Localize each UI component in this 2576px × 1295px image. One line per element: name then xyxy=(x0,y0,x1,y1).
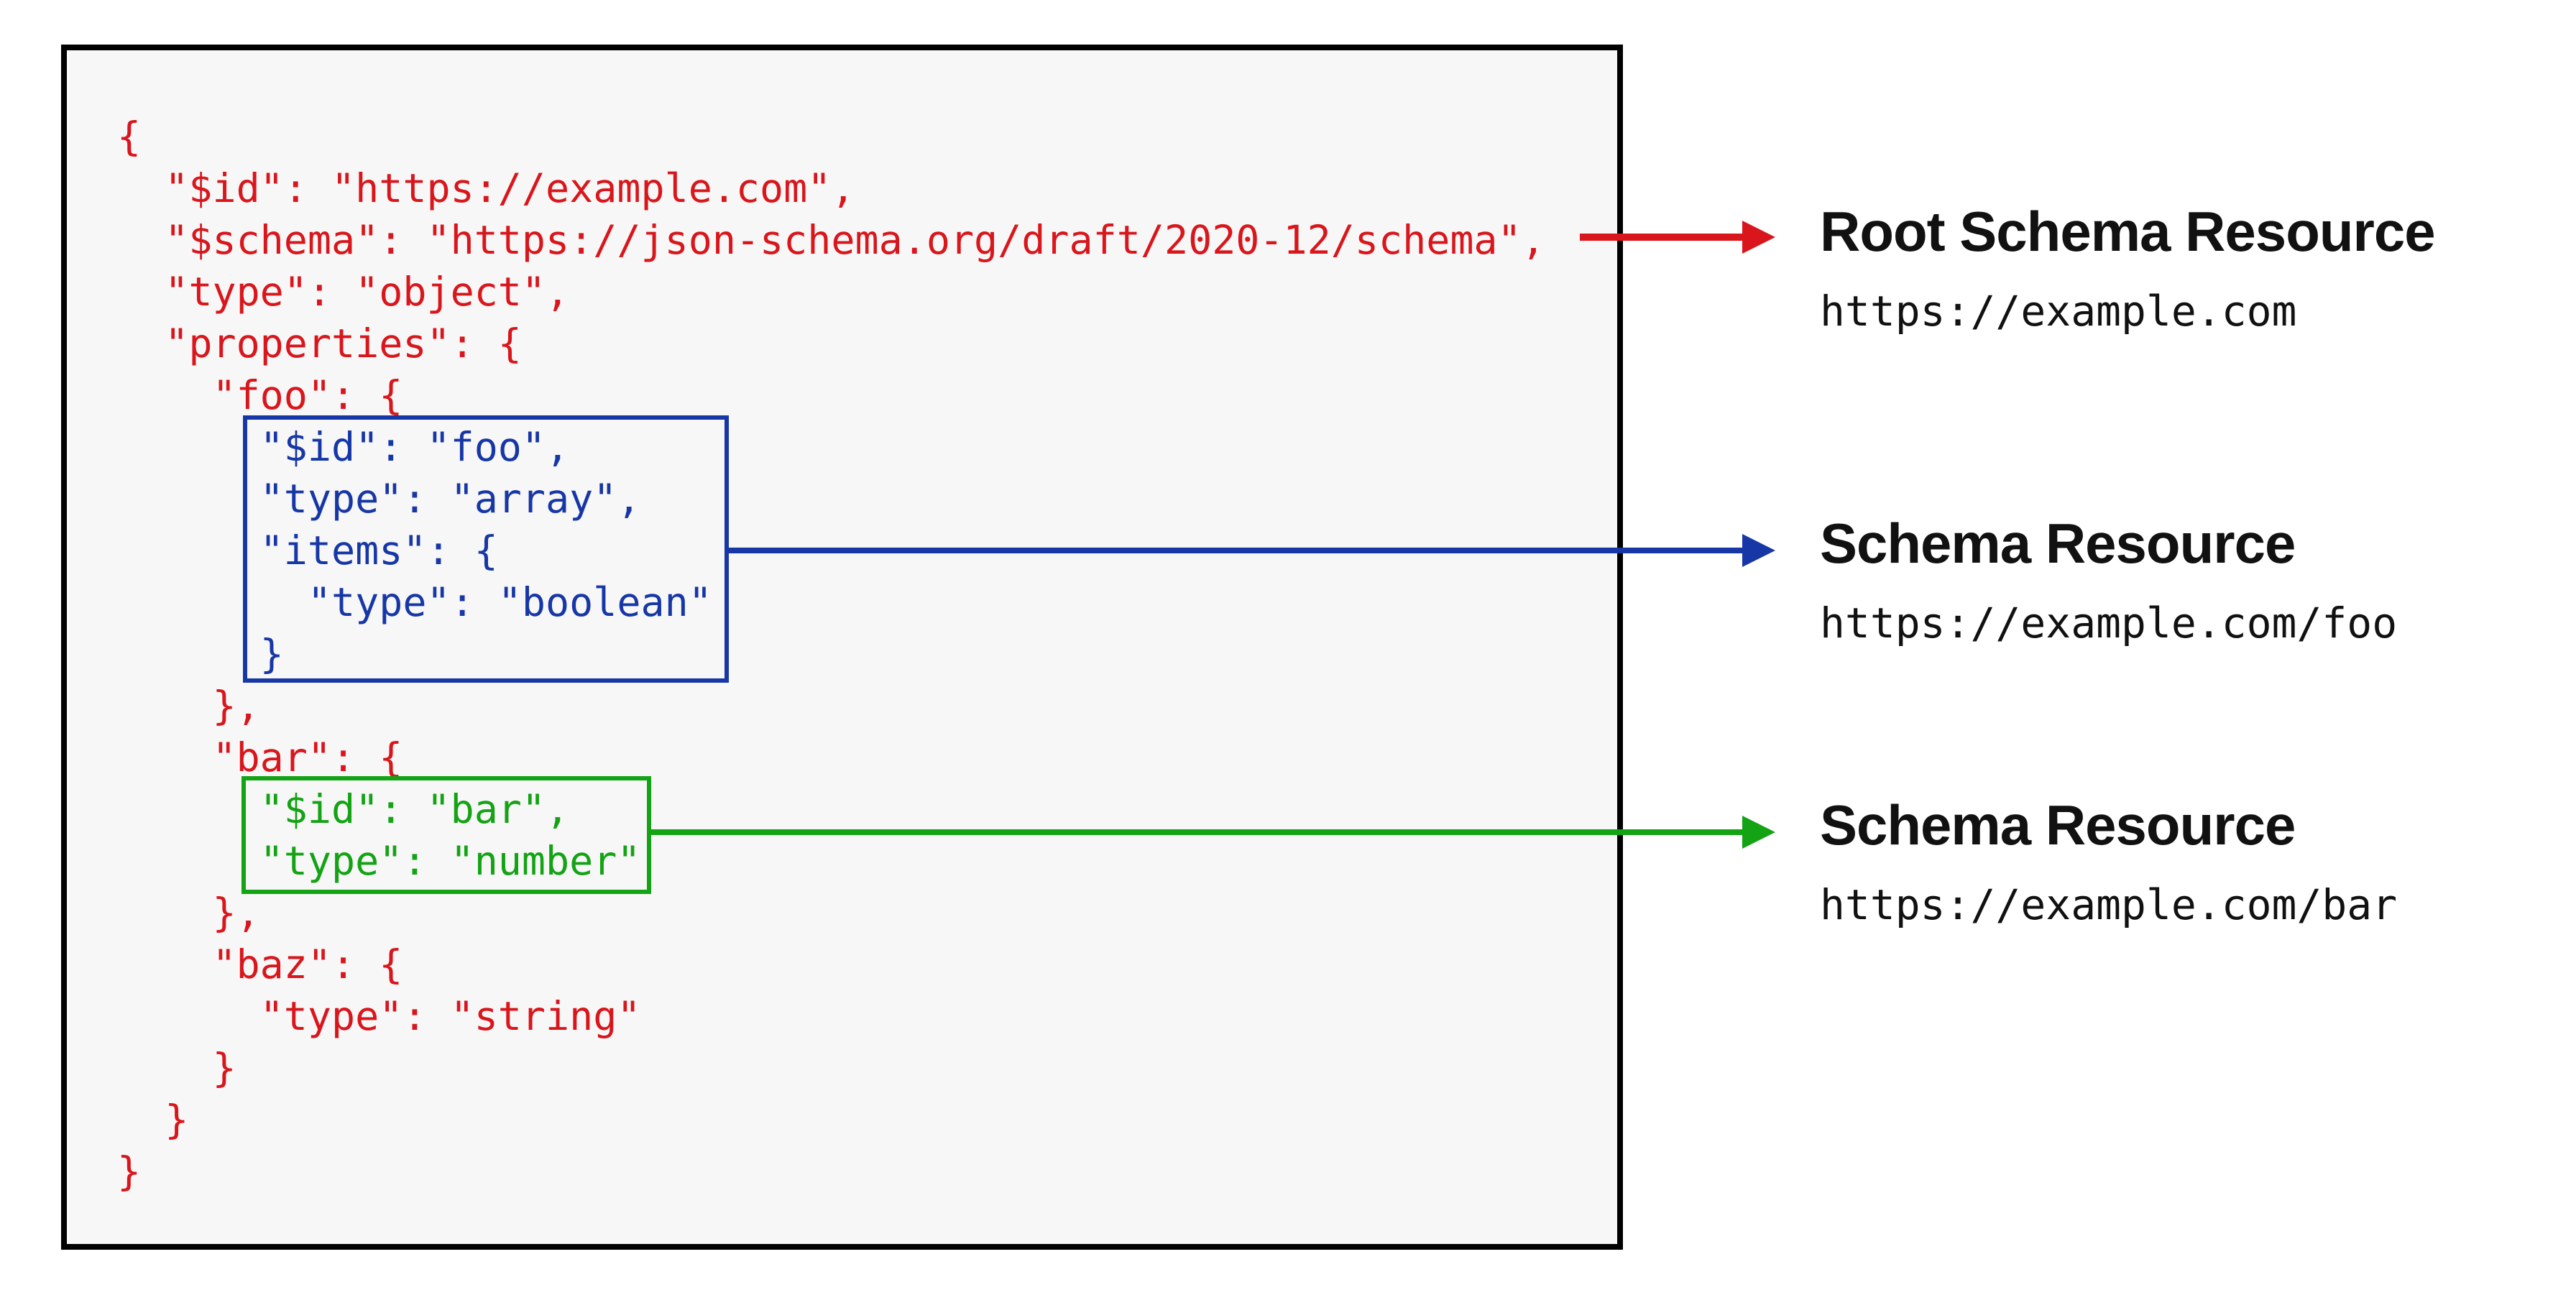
code-line: } xyxy=(117,631,284,677)
code-line: }, xyxy=(117,683,260,729)
arrow-head-icon xyxy=(1742,534,1775,567)
code-line: "$id": "https://example.com", xyxy=(117,165,855,211)
annotation-title: Schema Resource xyxy=(1820,512,2296,575)
schema-code-panel xyxy=(61,45,1623,1250)
foo-schema-annotation: Schema Resource https://example.com/foo xyxy=(1820,515,2397,644)
foo-schema-resource-highlight-box xyxy=(243,415,729,683)
code-line: { xyxy=(117,114,142,160)
code-line: "type": "string" xyxy=(117,993,641,1039)
code-line: "items": { xyxy=(117,527,498,573)
code-line: } xyxy=(117,1045,236,1091)
annotation-url: https://example.com/foo xyxy=(1820,599,2398,648)
code-line: "foo": { xyxy=(117,372,403,418)
code-line: "properties": { xyxy=(117,321,522,367)
bar-schema-annotation: Schema Resource https://example.com/bar xyxy=(1820,796,2397,926)
json-code-block: { "$id": "https://example.com", "$schema… xyxy=(117,111,1545,1197)
bar-schema-resource-highlight-box xyxy=(242,776,651,894)
code-line: "type": "object", xyxy=(117,269,570,315)
arrow-head-icon xyxy=(1742,816,1775,849)
arrow-line xyxy=(649,829,1747,835)
code-line: }, xyxy=(117,890,260,936)
code-line: } xyxy=(117,1148,142,1194)
arrow-line xyxy=(727,548,1747,553)
annotation-title: Root Schema Resource xyxy=(1820,200,2436,263)
arrow-line xyxy=(1580,234,1747,241)
annotation-url: https://example.com xyxy=(1820,287,2297,336)
code-line: "$id": "bar", xyxy=(117,786,570,832)
code-line: "$schema": "https://json-schema.org/draf… xyxy=(117,217,1545,263)
code-line: } xyxy=(117,1097,189,1143)
code-line: "type": "boolean" xyxy=(117,579,712,625)
arrow-head-icon xyxy=(1742,221,1775,254)
annotation-title: Schema Resource xyxy=(1820,793,2296,857)
annotation-url: https://example.com/bar xyxy=(1820,880,2398,929)
root-schema-annotation: Root Schema Resource https://example.com xyxy=(1820,200,2436,336)
code-line: "type": "array", xyxy=(117,476,641,522)
code-line: "type": "number" xyxy=(117,838,641,884)
code-line: "bar": { xyxy=(117,734,403,780)
code-line: "baz": { xyxy=(117,941,403,987)
code-line: "$id": "foo", xyxy=(117,424,570,470)
